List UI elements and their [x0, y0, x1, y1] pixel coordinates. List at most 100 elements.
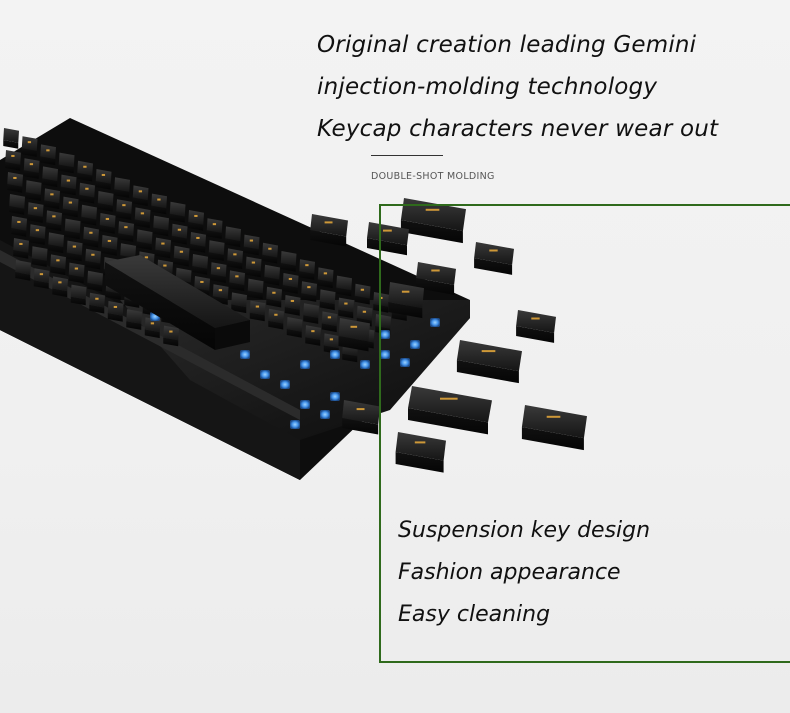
keycap	[46, 210, 62, 232]
switch-stem	[380, 330, 390, 339]
keycap	[229, 270, 245, 292]
keycap	[264, 264, 280, 286]
keycap	[301, 281, 317, 302]
keycap	[163, 325, 179, 347]
switch-stem	[300, 400, 310, 409]
keycap	[58, 152, 75, 174]
keycap	[305, 325, 321, 346]
keycap	[336, 275, 352, 297]
keycap	[155, 237, 171, 259]
keycap	[266, 286, 282, 308]
keycap	[319, 289, 336, 311]
switch-stem	[430, 318, 440, 327]
keycap	[64, 218, 81, 240]
keycap	[79, 182, 95, 204]
keycap	[144, 317, 161, 339]
keycap	[284, 295, 301, 316]
keycap	[5, 150, 21, 171]
switch-stem	[410, 340, 420, 349]
keycap	[62, 196, 79, 218]
keycap	[116, 199, 132, 220]
keycap	[15, 260, 31, 281]
keycap	[70, 284, 87, 306]
keycap	[89, 292, 105, 314]
keycap	[247, 278, 264, 300]
switch-stem	[280, 380, 290, 389]
keycap	[7, 172, 23, 193]
keycap	[52, 276, 68, 298]
keycap	[29, 224, 46, 245]
keycap	[408, 386, 492, 435]
keycap	[169, 201, 186, 223]
keycap	[188, 210, 204, 231]
keycap	[9, 194, 25, 215]
keycap	[42, 166, 58, 188]
switch-stem	[330, 392, 340, 401]
feature-item-2: Fashion appearance	[398, 560, 621, 585]
keycap	[317, 267, 334, 289]
feature-item-1: Suspension key design	[398, 518, 651, 543]
headline-line-3: Keycap characters never wear out	[317, 116, 719, 142]
keycap	[367, 222, 409, 256]
keycap	[210, 262, 227, 283]
keycap	[11, 216, 27, 237]
headline: Original creation leading Gemini injecti…	[317, 24, 777, 150]
keycap	[243, 234, 260, 256]
keycap	[171, 223, 188, 245]
headline-line-2: injection-molding technology	[317, 74, 658, 100]
keycap	[354, 283, 371, 305]
headline-line-1: Original creation leading Gemini	[317, 32, 697, 58]
keycap	[268, 308, 284, 330]
keycap	[126, 309, 142, 330]
keycap	[136, 229, 153, 251]
keycap	[151, 193, 167, 215]
switch-stem	[330, 350, 340, 359]
keycap	[27, 202, 44, 223]
keycap	[310, 214, 348, 247]
keycap	[231, 292, 247, 314]
keycap	[25, 180, 42, 201]
keycap	[81, 204, 97, 226]
feature-list: Suspension key design Fashion appearance…	[398, 510, 778, 636]
keycap	[416, 262, 456, 295]
keycap	[66, 240, 83, 262]
keycap	[342, 400, 380, 435]
keycap	[60, 174, 77, 196]
switch-stem	[290, 420, 300, 429]
keycap	[280, 251, 297, 272]
keycap	[40, 144, 56, 166]
keycap	[68, 262, 85, 284]
keycap	[134, 207, 151, 229]
keycap	[13, 238, 29, 259]
switch-stem	[240, 350, 250, 359]
feature-frame	[379, 204, 790, 663]
keycap-grid	[3, 128, 408, 363]
switch-stem	[380, 350, 390, 359]
keycap	[85, 248, 101, 270]
keycap	[516, 310, 556, 343]
keycap	[44, 188, 60, 210]
spacebar-keycap	[105, 255, 250, 350]
keycap	[50, 254, 66, 276]
keycap	[208, 240, 225, 261]
keycap	[400, 198, 466, 244]
keycap	[114, 177, 130, 198]
keycap	[249, 300, 266, 322]
keycap	[97, 191, 114, 212]
keycap	[23, 158, 40, 179]
keycap	[338, 318, 370, 352]
keycap	[153, 215, 169, 237]
keycap	[474, 242, 514, 275]
switch-stem	[260, 370, 270, 379]
keycap	[3, 128, 19, 149]
keycap	[21, 136, 38, 157]
keycap	[99, 213, 116, 234]
keycap	[83, 226, 99, 248]
keycap	[192, 254, 208, 275]
keycap	[87, 270, 103, 292]
keycap	[173, 245, 190, 267]
section-label: DOUBLE-SHOT MOLDING	[371, 171, 495, 182]
keycap	[286, 317, 303, 338]
keycap	[77, 160, 93, 182]
